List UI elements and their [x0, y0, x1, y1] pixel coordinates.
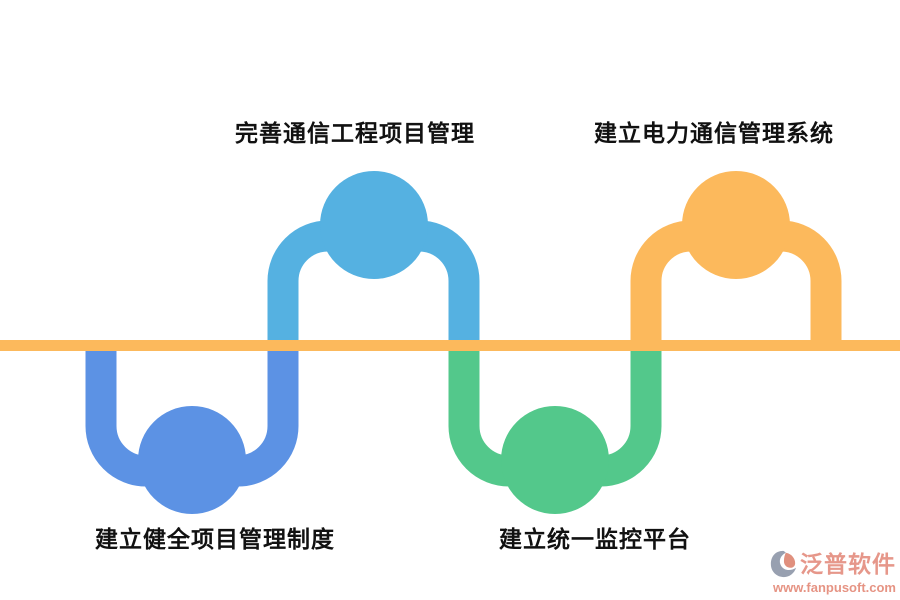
step-node-3	[501, 406, 609, 514]
step-label-4: 建立电力通信管理系统	[594, 120, 834, 146]
step-label-1: 建立健全项目管理制度	[95, 526, 335, 552]
brand-url: www.fanpusoft.com	[772, 580, 896, 595]
logo-swirl-shape	[783, 552, 796, 568]
fanpu-logo-icon	[770, 550, 797, 578]
step-label-3: 建立统一监控平台	[499, 526, 691, 552]
step-node-1	[138, 406, 246, 514]
logo-crescent-shape	[770, 550, 797, 578]
brand-row: 泛普软件	[769, 550, 896, 578]
brand-watermark: 泛普软件 www.fanpusoft.com	[756, 550, 896, 594]
step-node-4	[682, 171, 790, 279]
baseline-bar	[0, 340, 900, 351]
step-node-2	[320, 171, 428, 279]
step-label-2: 完善通信工程项目管理	[235, 120, 475, 146]
brand-name: 泛普软件	[800, 550, 896, 577]
